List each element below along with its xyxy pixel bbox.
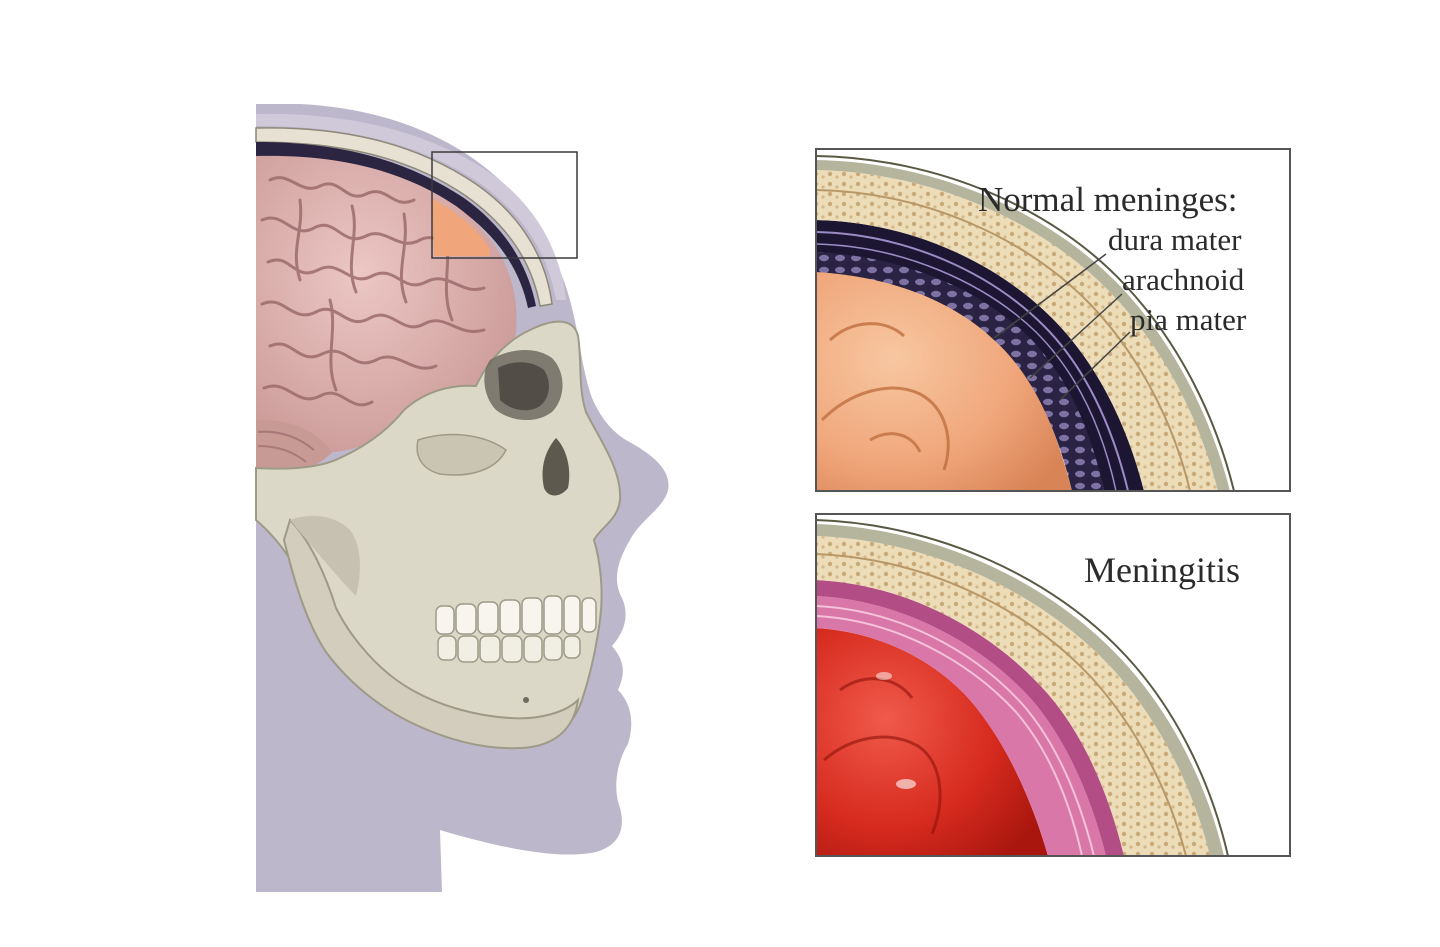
normal-meninges-panel	[816, 149, 1290, 491]
meningitis-panel	[816, 514, 1290, 856]
dura-mater-label: dura mater	[1108, 222, 1242, 257]
upper-teeth	[435, 595, 597, 635]
arachnoid-label: arachnoid	[1122, 262, 1245, 297]
normal-meninges-title: Normal meninges:	[978, 180, 1238, 219]
inset-indicator-box	[431, 151, 578, 259]
lower-teeth	[437, 635, 581, 663]
meningitis-label: Meningitis	[1084, 550, 1241, 590]
pia-mater-label: pia mater	[1130, 302, 1247, 337]
head-illustration	[255, 104, 669, 892]
leader-lines	[993, 253, 1131, 401]
